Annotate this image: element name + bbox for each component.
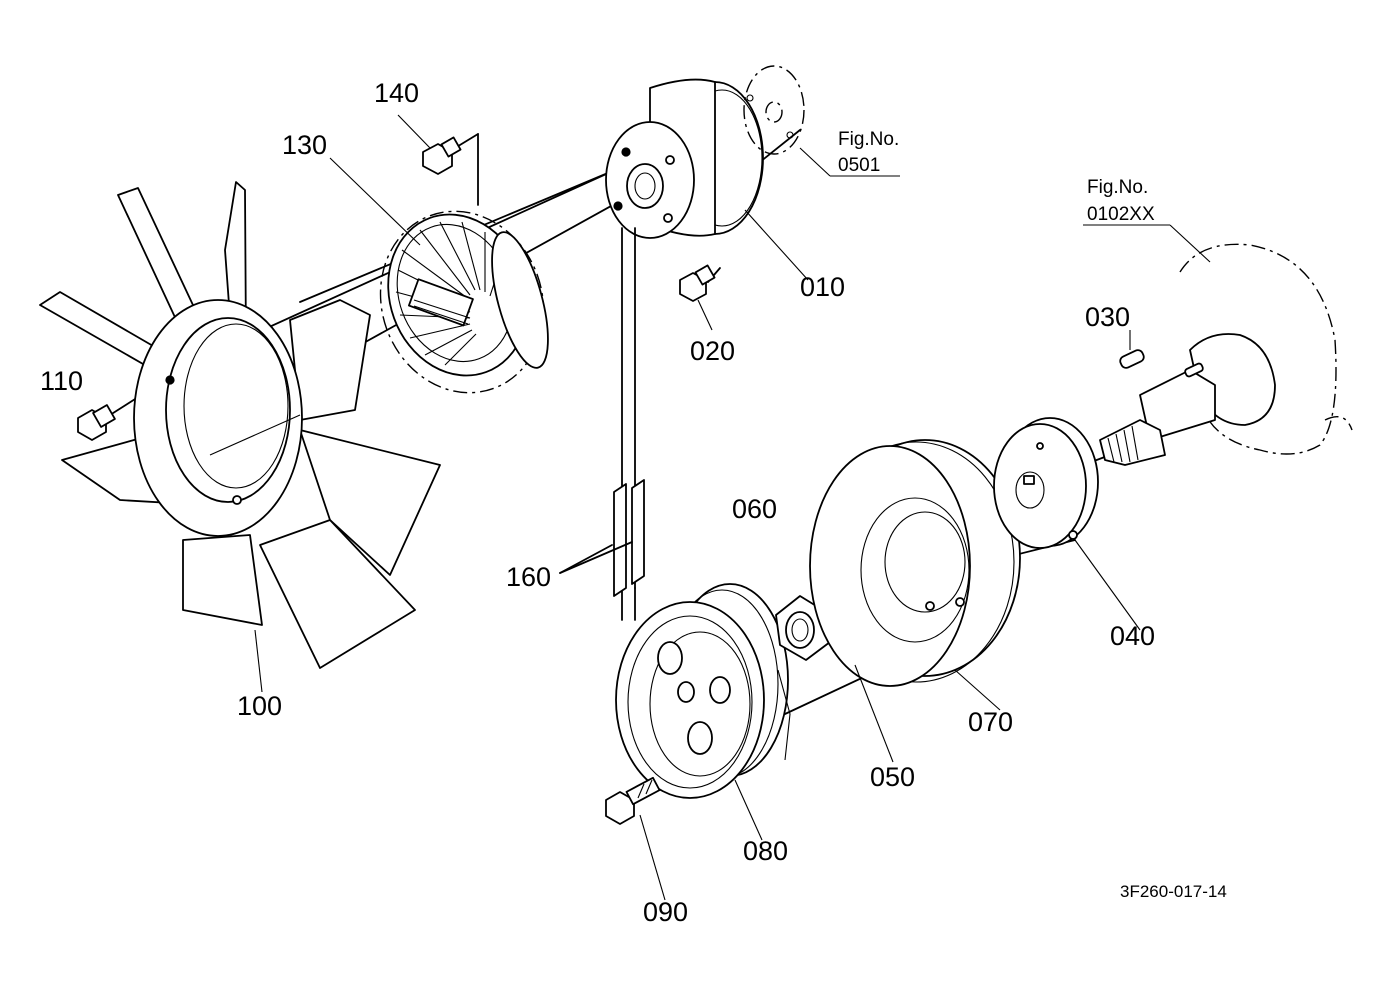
- label-130: 130: [282, 130, 327, 160]
- reference-plate-0501: [743, 65, 805, 155]
- bolt-110: [77, 404, 116, 441]
- bolt-020: [679, 264, 716, 302]
- label-040: 040: [1110, 621, 1155, 651]
- label-060: 060: [732, 494, 777, 524]
- label-070: 070: [968, 707, 1013, 737]
- label-020: 020: [690, 336, 735, 366]
- crankshaft-reference: [1099, 243, 1353, 466]
- drawing-code: 3F260-017-14: [1120, 882, 1227, 901]
- label-080: 080: [743, 836, 788, 866]
- figure-reference-0102xx: Fig.No. 0102XX: [1087, 177, 1155, 225]
- bolt-090: [605, 776, 661, 825]
- fig-ref-prefix: Fig.No.: [838, 129, 899, 150]
- label-030: 030: [1085, 302, 1130, 332]
- label-050: 050: [870, 762, 915, 792]
- label-100: 100: [237, 691, 282, 721]
- part-labels: 010 020 030 040 050 060 070 080 090 100 …: [40, 78, 1155, 927]
- fig-ref-number: 0501: [838, 155, 880, 176]
- label-090: 090: [643, 897, 688, 927]
- fan-clutch-130: [379, 210, 549, 394]
- fig-ref-number: 0102XX: [1087, 204, 1155, 225]
- pulley-010: [605, 78, 764, 239]
- label-140: 140: [374, 78, 419, 108]
- fan-100: [39, 181, 441, 669]
- v-belt-160: [559, 227, 645, 621]
- label-010: 010: [800, 272, 845, 302]
- leader-lines: [254, 114, 1211, 901]
- label-110: 110: [40, 366, 83, 396]
- fig-ref-prefix: Fig.No.: [1087, 177, 1148, 198]
- key-030: [1119, 349, 1145, 369]
- bolt-140: [422, 136, 462, 175]
- figure-reference-0501: Fig.No. 0501: [838, 129, 899, 176]
- label-160: 160: [506, 562, 551, 592]
- pulley-ring-070: [809, 439, 1021, 687]
- hub-040: [993, 417, 1099, 549]
- crank-pulley-080: [615, 583, 791, 799]
